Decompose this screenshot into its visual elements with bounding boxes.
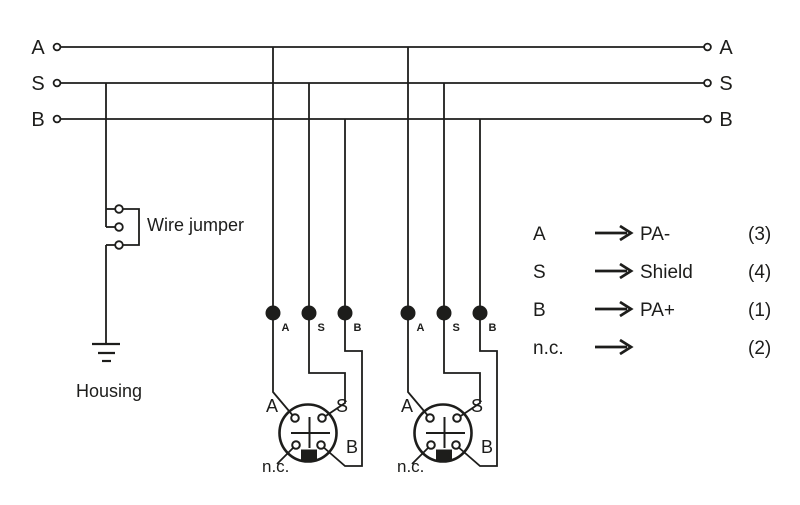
right-arrow-icon <box>595 300 634 318</box>
bus-label-a-left: A <box>31 37 45 59</box>
polarization-cross-icon <box>426 417 465 448</box>
pin-label-nc: n.c. <box>262 457 289 476</box>
pin-b-icon <box>451 440 461 450</box>
wire-to-pin-s <box>443 313 481 419</box>
pin-label-a: A <box>266 396 278 416</box>
connector-2-wires <box>407 47 498 467</box>
legend-target: PA- <box>640 224 670 245</box>
terminal-dot-b-icon <box>472 305 488 321</box>
legend-signal: n.c. <box>533 338 564 359</box>
legend-target: PA+ <box>640 300 675 321</box>
legend-signal: A <box>533 224 546 245</box>
terminal-label-b: B <box>354 322 362 334</box>
pin-nc-icon <box>291 440 301 450</box>
ground-symbol-icon <box>92 342 120 363</box>
nc-pin-stub <box>411 445 431 465</box>
keying-notch-icon <box>436 449 452 461</box>
legend-signal: S <box>533 262 546 283</box>
bus-labels: A S B A S B <box>31 37 733 131</box>
legend-target: Shield <box>640 262 693 283</box>
connector-1-terminals <box>265 305 353 321</box>
terminal-dot-s-icon <box>301 305 317 321</box>
right-arrow-icon <box>595 262 634 280</box>
jumper-terminal-3-icon <box>114 240 124 250</box>
wire-to-pin-b <box>321 313 363 467</box>
bus-a-left-terminal-icon <box>52 42 62 52</box>
wire-jumper-label: Wire jumper <box>147 215 244 235</box>
bus-label-s-left: S <box>31 73 44 95</box>
bus-s-right-terminal-icon <box>703 78 712 88</box>
right-arrow-icon <box>595 224 634 242</box>
pin-label-s: S <box>336 396 348 416</box>
wire-to-pin-s <box>308 313 346 419</box>
legend-pin-number: (4) <box>748 262 771 283</box>
keying-notch-icon <box>301 449 317 461</box>
pin-s-icon <box>317 413 327 423</box>
bus-lines <box>52 42 712 124</box>
legend: A PA- (3) S Shield (4) B PA+ (1) n.c. (2… <box>533 224 771 359</box>
bus-b-right-terminal-icon <box>703 114 712 124</box>
bus-a-right-terminal-icon <box>703 42 712 52</box>
pin-b-icon <box>316 440 326 450</box>
connector-2-terminals <box>400 305 488 321</box>
wire-to-pin-b <box>456 313 498 467</box>
terminal-dot-s-icon <box>436 305 452 321</box>
bus-s-left-terminal-icon <box>52 78 62 88</box>
polarization-cross-icon <box>291 417 330 448</box>
pin-label-b: B <box>481 437 493 457</box>
terminal-label-s: S <box>318 322 325 334</box>
terminal-dot-a-icon <box>265 305 281 321</box>
wire-jumper-assembly <box>105 83 140 344</box>
connector-1-pins <box>290 413 327 450</box>
right-arrow-icon <box>595 338 634 356</box>
legend-pin-number: (2) <box>748 338 771 359</box>
legend-signal: B <box>533 300 546 321</box>
connector-2: A S B A S B n.c. <box>397 47 498 476</box>
bus-label-s-right: S <box>719 73 732 95</box>
terminal-dot-b-icon <box>337 305 353 321</box>
bus-label-b-left: B <box>31 109 44 131</box>
connector-face-icon <box>278 403 338 463</box>
legend-pin-number: (1) <box>748 300 771 321</box>
connector-1: A S B A S B n.c. <box>262 47 363 476</box>
terminal-label-a: A <box>417 322 425 334</box>
bus-label-a-right: A <box>719 37 733 59</box>
terminal-label-b: B <box>489 322 497 334</box>
wire-jumper-bracket <box>123 208 140 246</box>
wire-to-pin-a <box>272 313 296 419</box>
connector-1-wires <box>272 47 363 467</box>
terminal-label-a: A <box>282 322 290 334</box>
pin-label-s: S <box>471 396 483 416</box>
housing-label: Housing <box>76 381 142 401</box>
bus-b-left-terminal-icon <box>52 114 62 124</box>
pin-label-nc: n.c. <box>397 457 424 476</box>
pin-label-b: B <box>346 437 358 457</box>
pin-label-a: A <box>401 396 413 416</box>
pin-a-icon <box>290 413 300 423</box>
pin-nc-icon <box>426 440 436 450</box>
jumper-terminal-2-icon <box>114 222 124 232</box>
pin-s-icon <box>452 413 462 423</box>
connector-face-icon <box>413 403 473 463</box>
wire-to-pin-a <box>407 313 431 419</box>
terminal-label-s: S <box>453 322 460 334</box>
legend-pin-number: (3) <box>748 224 771 245</box>
pin-a-icon <box>425 413 435 423</box>
jumper-terminal-1-icon <box>114 204 124 214</box>
terminal-dot-a-icon <box>400 305 416 321</box>
bus-label-b-right: B <box>719 109 732 131</box>
nc-pin-stub <box>276 445 296 465</box>
connector-2-pins <box>425 413 462 450</box>
